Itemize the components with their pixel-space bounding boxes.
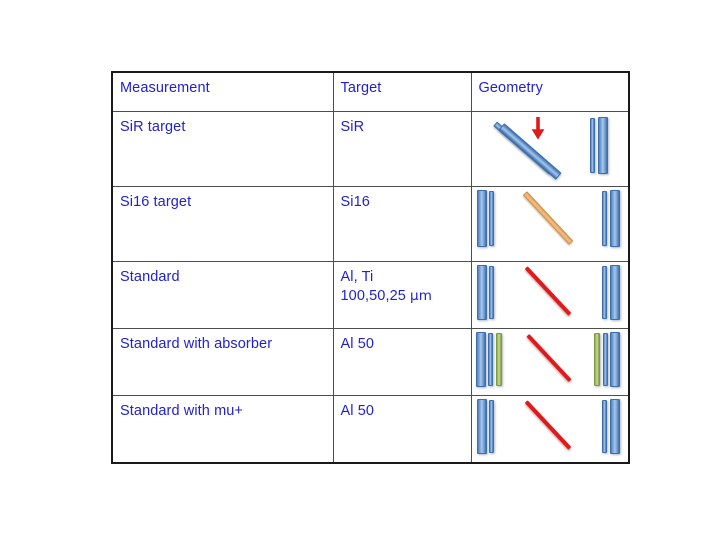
- detector-bar-thin-icon: [488, 266, 494, 319]
- cell-geometry: [470, 395, 630, 464]
- cell-geometry: [470, 328, 630, 396]
- geometry-diagram-muplus: [472, 396, 629, 462]
- target-label: Al 50: [340, 403, 375, 419]
- header-cell-geometry: Geometry: [470, 71, 630, 112]
- header-cell-target: Target: [332, 71, 472, 112]
- detector-bar-thin-icon: [601, 191, 607, 246]
- table-row: Si16 target Si16: [111, 186, 630, 262]
- table-row: Standard Al, Ti 100,50,25 μm: [111, 261, 630, 329]
- header-geometry: Geometry: [478, 80, 543, 96]
- cell-measurement: Si16 target: [111, 186, 334, 262]
- absorber-bar-icon: [593, 333, 600, 386]
- cell-geometry: [470, 186, 630, 262]
- detector-bar-thick-icon: [609, 399, 620, 454]
- target-diagonal-orange-icon: [522, 191, 573, 245]
- cell-target: SiR: [332, 111, 472, 187]
- detector-bar-thin-icon: [602, 333, 608, 386]
- detector-bar-thick-icon: [609, 265, 620, 320]
- table-header-row: Measurement Target Geometry: [111, 71, 630, 112]
- header-measurement: Measurement: [120, 80, 210, 96]
- cell-target: Al 50: [332, 395, 472, 464]
- measurement-label: Standard with mu+: [120, 403, 244, 419]
- cell-measurement: Standard with absorber: [111, 328, 334, 396]
- header-cell-measurement: Measurement: [111, 71, 334, 112]
- cell-target: Al 50: [332, 328, 472, 396]
- detector-bar-thick-icon: [476, 265, 487, 320]
- target-label: Al 50: [340, 336, 375, 352]
- measurement-label: Si16 target: [120, 194, 192, 210]
- detector-bar-thick-icon: [476, 399, 487, 454]
- target-label: Al, Ti 100,50,25 μm: [334, 262, 471, 305]
- cell-measurement: Standard: [111, 261, 334, 329]
- cell-measurement: Standard with mu+: [111, 395, 334, 464]
- target-line-2-value: 100,50,25: [340, 287, 411, 304]
- table-row: Standard with mu+ Al 50: [111, 395, 630, 464]
- cell-geometry: [470, 261, 630, 329]
- geometry-diagram-si16: [472, 187, 629, 261]
- detector-bar-thick-icon: [609, 190, 620, 247]
- measurement-label: SiR target: [120, 119, 186, 135]
- target-diagonal-red-icon: [524, 400, 571, 450]
- measurement-label: Standard: [120, 269, 180, 285]
- geometry-diagram-standard: [472, 262, 629, 328]
- geometry-diagram-sir: [472, 112, 629, 186]
- target-line-2-unit: μm: [410, 287, 432, 304]
- target-label: SiR: [340, 119, 365, 135]
- detector-bar-thin-icon: [488, 191, 494, 246]
- target-diagonal-red-icon: [525, 333, 572, 383]
- measurement-label: Standard with absorber: [120, 336, 273, 352]
- absorber-bar-icon: [495, 333, 502, 386]
- detector-bar-thick-icon: [475, 332, 486, 387]
- target-diagonal-red-icon: [524, 266, 571, 316]
- measurement-geometry-table: Measurement Target Geometry SiR target S…: [111, 71, 630, 464]
- detector-bar-thin-icon: [601, 400, 607, 453]
- cell-target: Al, Ti 100,50,25 μm: [332, 261, 472, 329]
- detector-bar-thin-icon: [589, 118, 595, 173]
- detector-bar-thick-icon: [609, 332, 620, 387]
- cell-target: Si16: [332, 186, 472, 262]
- cell-geometry: [470, 111, 630, 187]
- table-row: SiR target SiR: [111, 111, 630, 187]
- header-target: Target: [340, 80, 382, 96]
- detector-bar-thin-icon: [488, 400, 494, 453]
- target-label: Si16: [340, 194, 370, 210]
- detector-bar-thin-icon: [487, 333, 493, 386]
- detector-bar-thin-icon: [601, 266, 607, 319]
- cell-measurement: SiR target: [111, 111, 334, 187]
- beam-arrow-icon: [530, 117, 546, 141]
- target-line-1: Al, Ti: [340, 269, 374, 285]
- detector-bar-thick-icon: [597, 117, 608, 174]
- geometry-diagram-absorber: [472, 329, 629, 395]
- table-row: Standard with absorber Al 50: [111, 328, 630, 396]
- detector-bar-thick-icon: [476, 190, 487, 247]
